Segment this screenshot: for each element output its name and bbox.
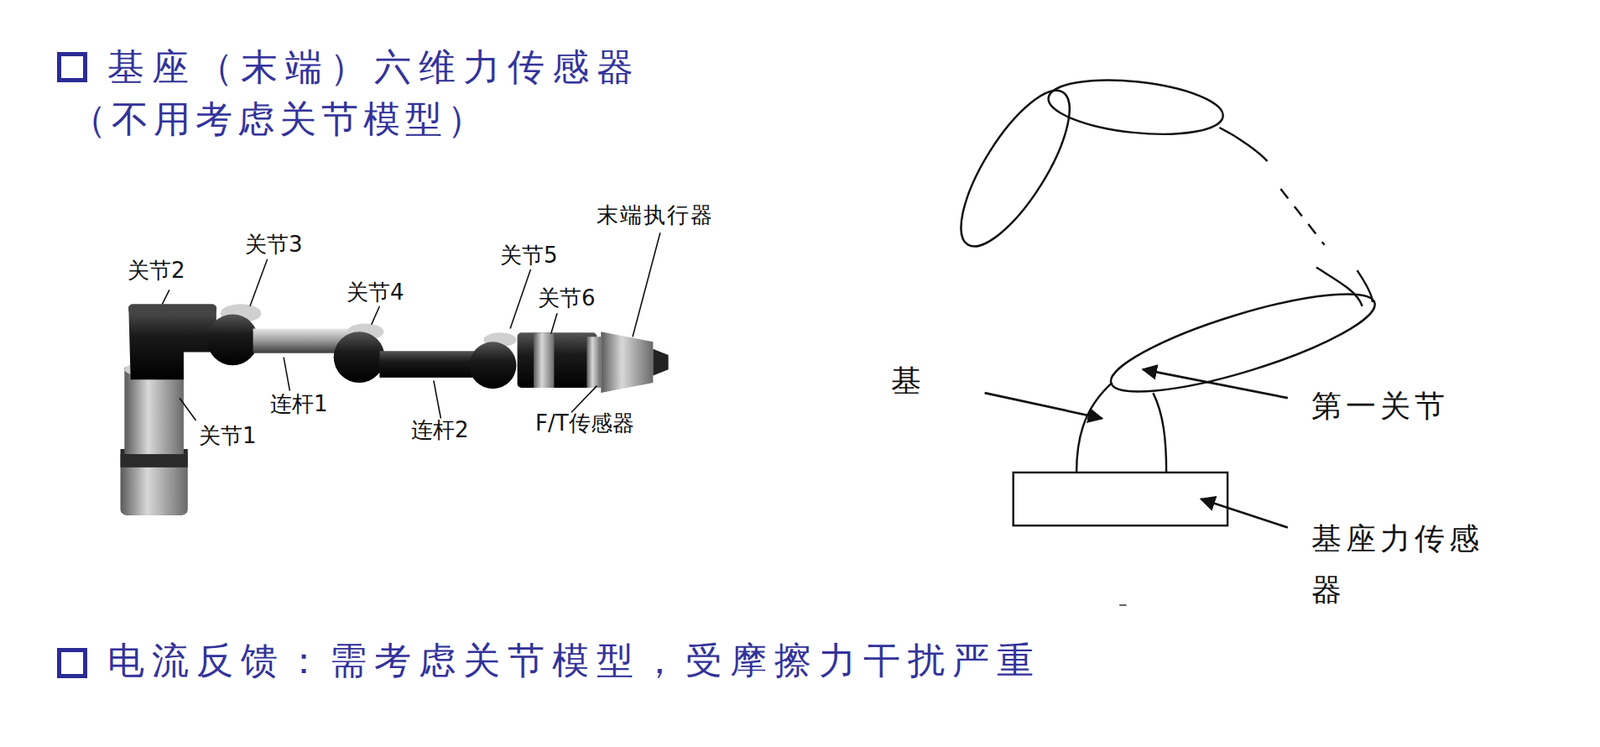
part-label: 关节4 [346,279,405,306]
stray-mark [1119,604,1127,606]
part-label: 连杆2 [411,416,470,443]
base-sensor-sketch [941,72,1383,527]
part-label: 末端执行器 [596,202,715,229]
callout-arrows [985,369,1288,527]
bullet-square [57,52,88,83]
bullet-text: 电流反馈：需考虑关节模型，受摩擦力干扰严重 [107,638,1042,683]
heading-note: （不用考虑关节模型） [69,97,490,142]
part-label: F/T传感器 [535,410,635,437]
part-label: 基 [891,362,922,399]
robot-arm [120,303,669,516]
heading-text: 基座（末端）六维力传感器 [107,45,642,90]
part-label: 关节3 [244,231,303,258]
part-label: 关节2 [127,257,186,284]
bullet-square [57,647,88,678]
part-label: 基座力传感器 [1311,512,1503,615]
part-label: 关节5 [500,242,558,269]
part-label: 关节6 [537,285,596,312]
part-label: 连杆1 [270,390,329,417]
part-label: 第一关节 [1311,387,1449,424]
part-label: 关节1 [198,422,257,449]
leader-lines [161,232,661,421]
